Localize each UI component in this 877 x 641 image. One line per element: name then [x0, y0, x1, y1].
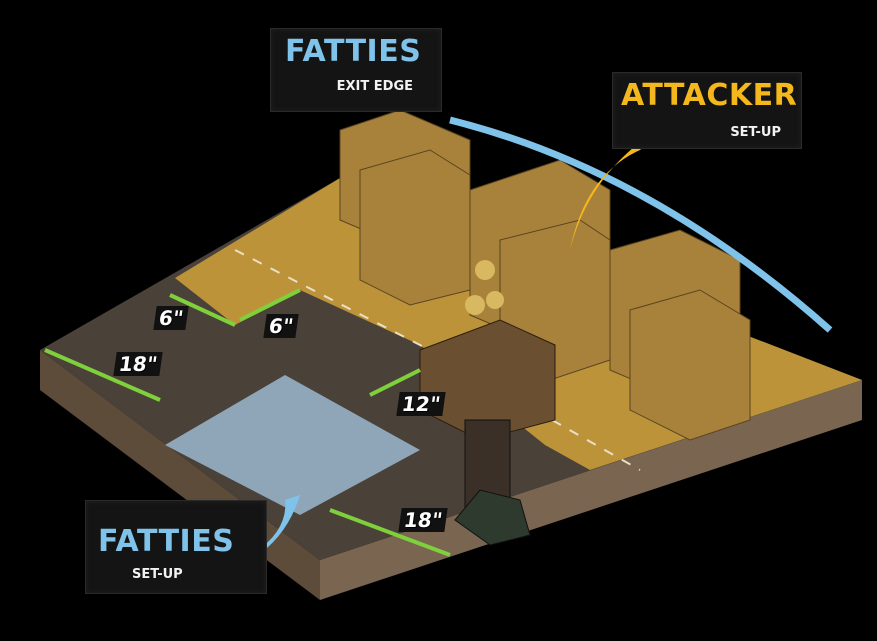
- distance-label-6-left: 6": [153, 306, 190, 330]
- fatties-setup-label: FATTIES SET-UP: [85, 500, 267, 594]
- fatties-setup-subtitle: SET-UP: [132, 567, 183, 582]
- fatties-exit-edge-marker: [449, 116, 833, 333]
- measure-lines: [44, 288, 451, 557]
- central-tower: [419, 260, 556, 546]
- fatties-exit-edge-label: FATTIES EXIT EDGE: [270, 28, 442, 112]
- fatties-exit-title: FATTIES: [285, 34, 422, 69]
- distance-label-12: 12": [396, 392, 446, 416]
- board-side-right: [320, 380, 862, 600]
- fatties-setup-title: FATTIES: [98, 524, 235, 559]
- distance-label-18-bottom: 18": [398, 508, 448, 532]
- attacker-subtitle: SET-UP: [730, 125, 781, 140]
- fatties-setup-zone: [165, 375, 420, 515]
- fatties-exit-subtitle: EXIT EDGE: [336, 79, 413, 94]
- buildings: [339, 109, 751, 441]
- fatties-setup-arrow: [210, 495, 300, 575]
- attacker-title: ATTACKER: [621, 78, 798, 113]
- distance-label-6-right: 6": [263, 314, 300, 338]
- road-line: [234, 249, 641, 471]
- distance-label-18-left: 18": [113, 352, 163, 376]
- attacker-setup-label: ATTACKER SET-UP: [612, 72, 802, 149]
